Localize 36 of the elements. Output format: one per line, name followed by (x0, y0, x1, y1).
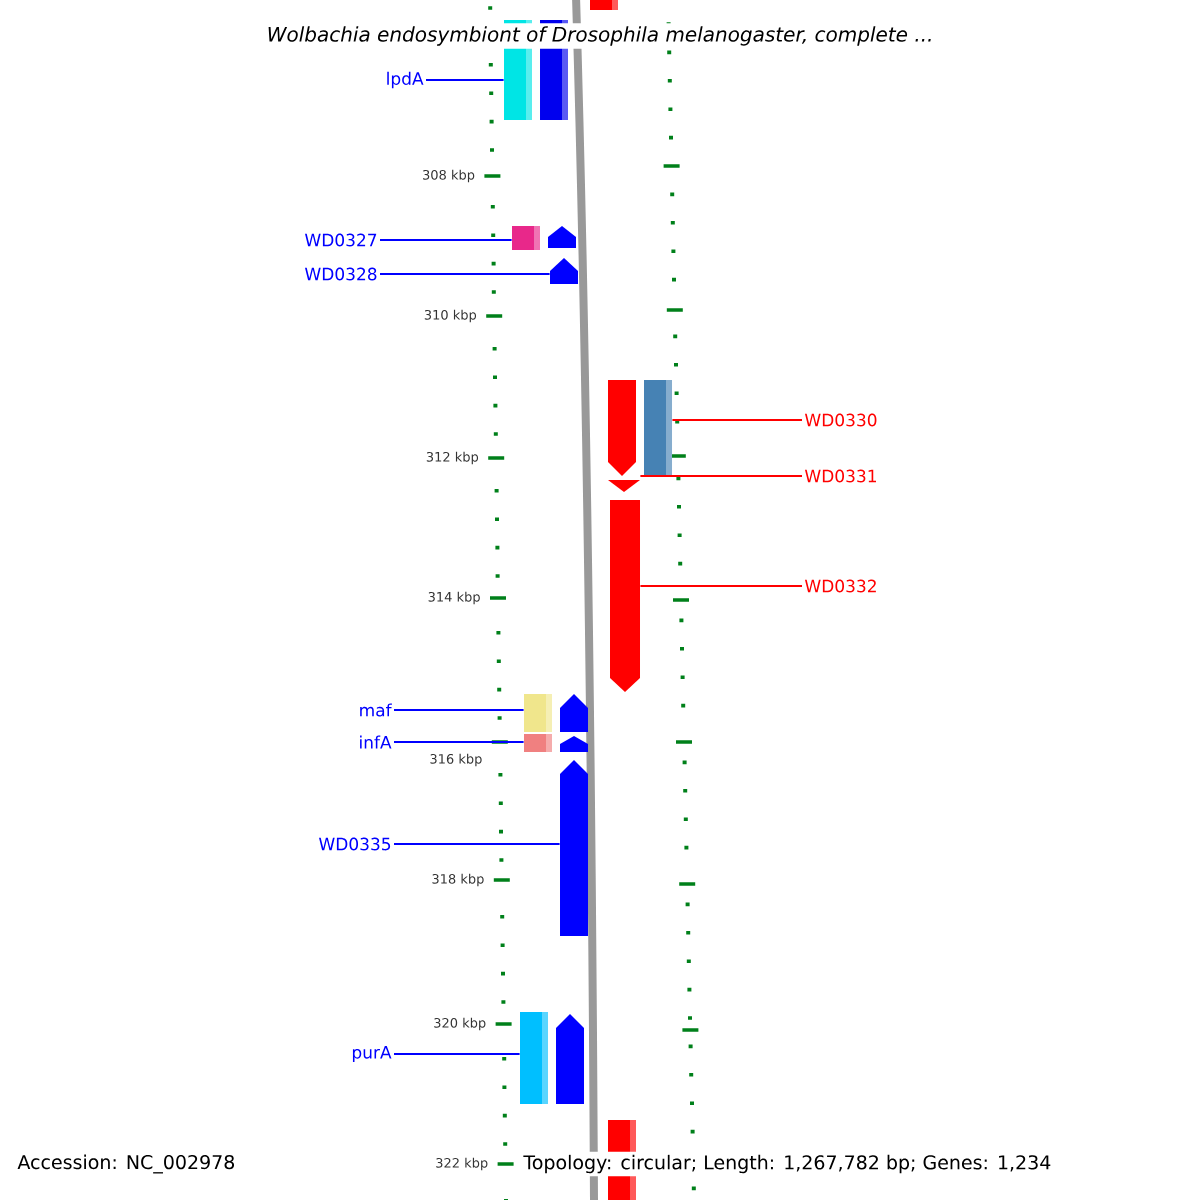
footer-text: Accession: NC_002978 (14, 1151, 239, 1177)
gene-label: WD0328 (305, 267, 377, 281)
gene-block (610, 500, 640, 692)
gene-label: WD0332 (804, 579, 876, 593)
leader-line (379, 239, 513, 241)
leader-line (393, 1053, 521, 1055)
gene-block (550, 258, 578, 284)
gene-block (590, 0, 618, 10)
gene-block (560, 760, 588, 936)
gene-label: purA (352, 1046, 392, 1062)
gene-block (644, 380, 672, 476)
leader-line (393, 741, 525, 743)
gene-block (608, 380, 636, 476)
gene-label: WD0327 (305, 233, 377, 247)
gene-label: WD0330 (804, 413, 877, 427)
gene-block (520, 1012, 548, 1104)
gene-block (556, 1014, 584, 1104)
gene-label: WD0335 (319, 837, 391, 851)
gene-block (524, 694, 552, 732)
leader-line (425, 79, 505, 81)
leader-line (393, 843, 561, 845)
gene-label: lpdA (387, 71, 424, 89)
gene-block (548, 226, 576, 248)
gene-block (512, 226, 540, 250)
leader-line (393, 709, 525, 711)
gene-block (524, 734, 552, 752)
leader-line (639, 585, 803, 587)
gene-block (560, 694, 588, 732)
gene-block (560, 736, 588, 752)
gene-label: WD0331 (804, 469, 876, 483)
gene-block (608, 480, 640, 492)
leader-line (639, 475, 803, 477)
gene-label: infA (360, 735, 392, 749)
leader-line (379, 273, 551, 275)
gene-label: maf (360, 703, 392, 717)
leader-line (671, 419, 803, 421)
